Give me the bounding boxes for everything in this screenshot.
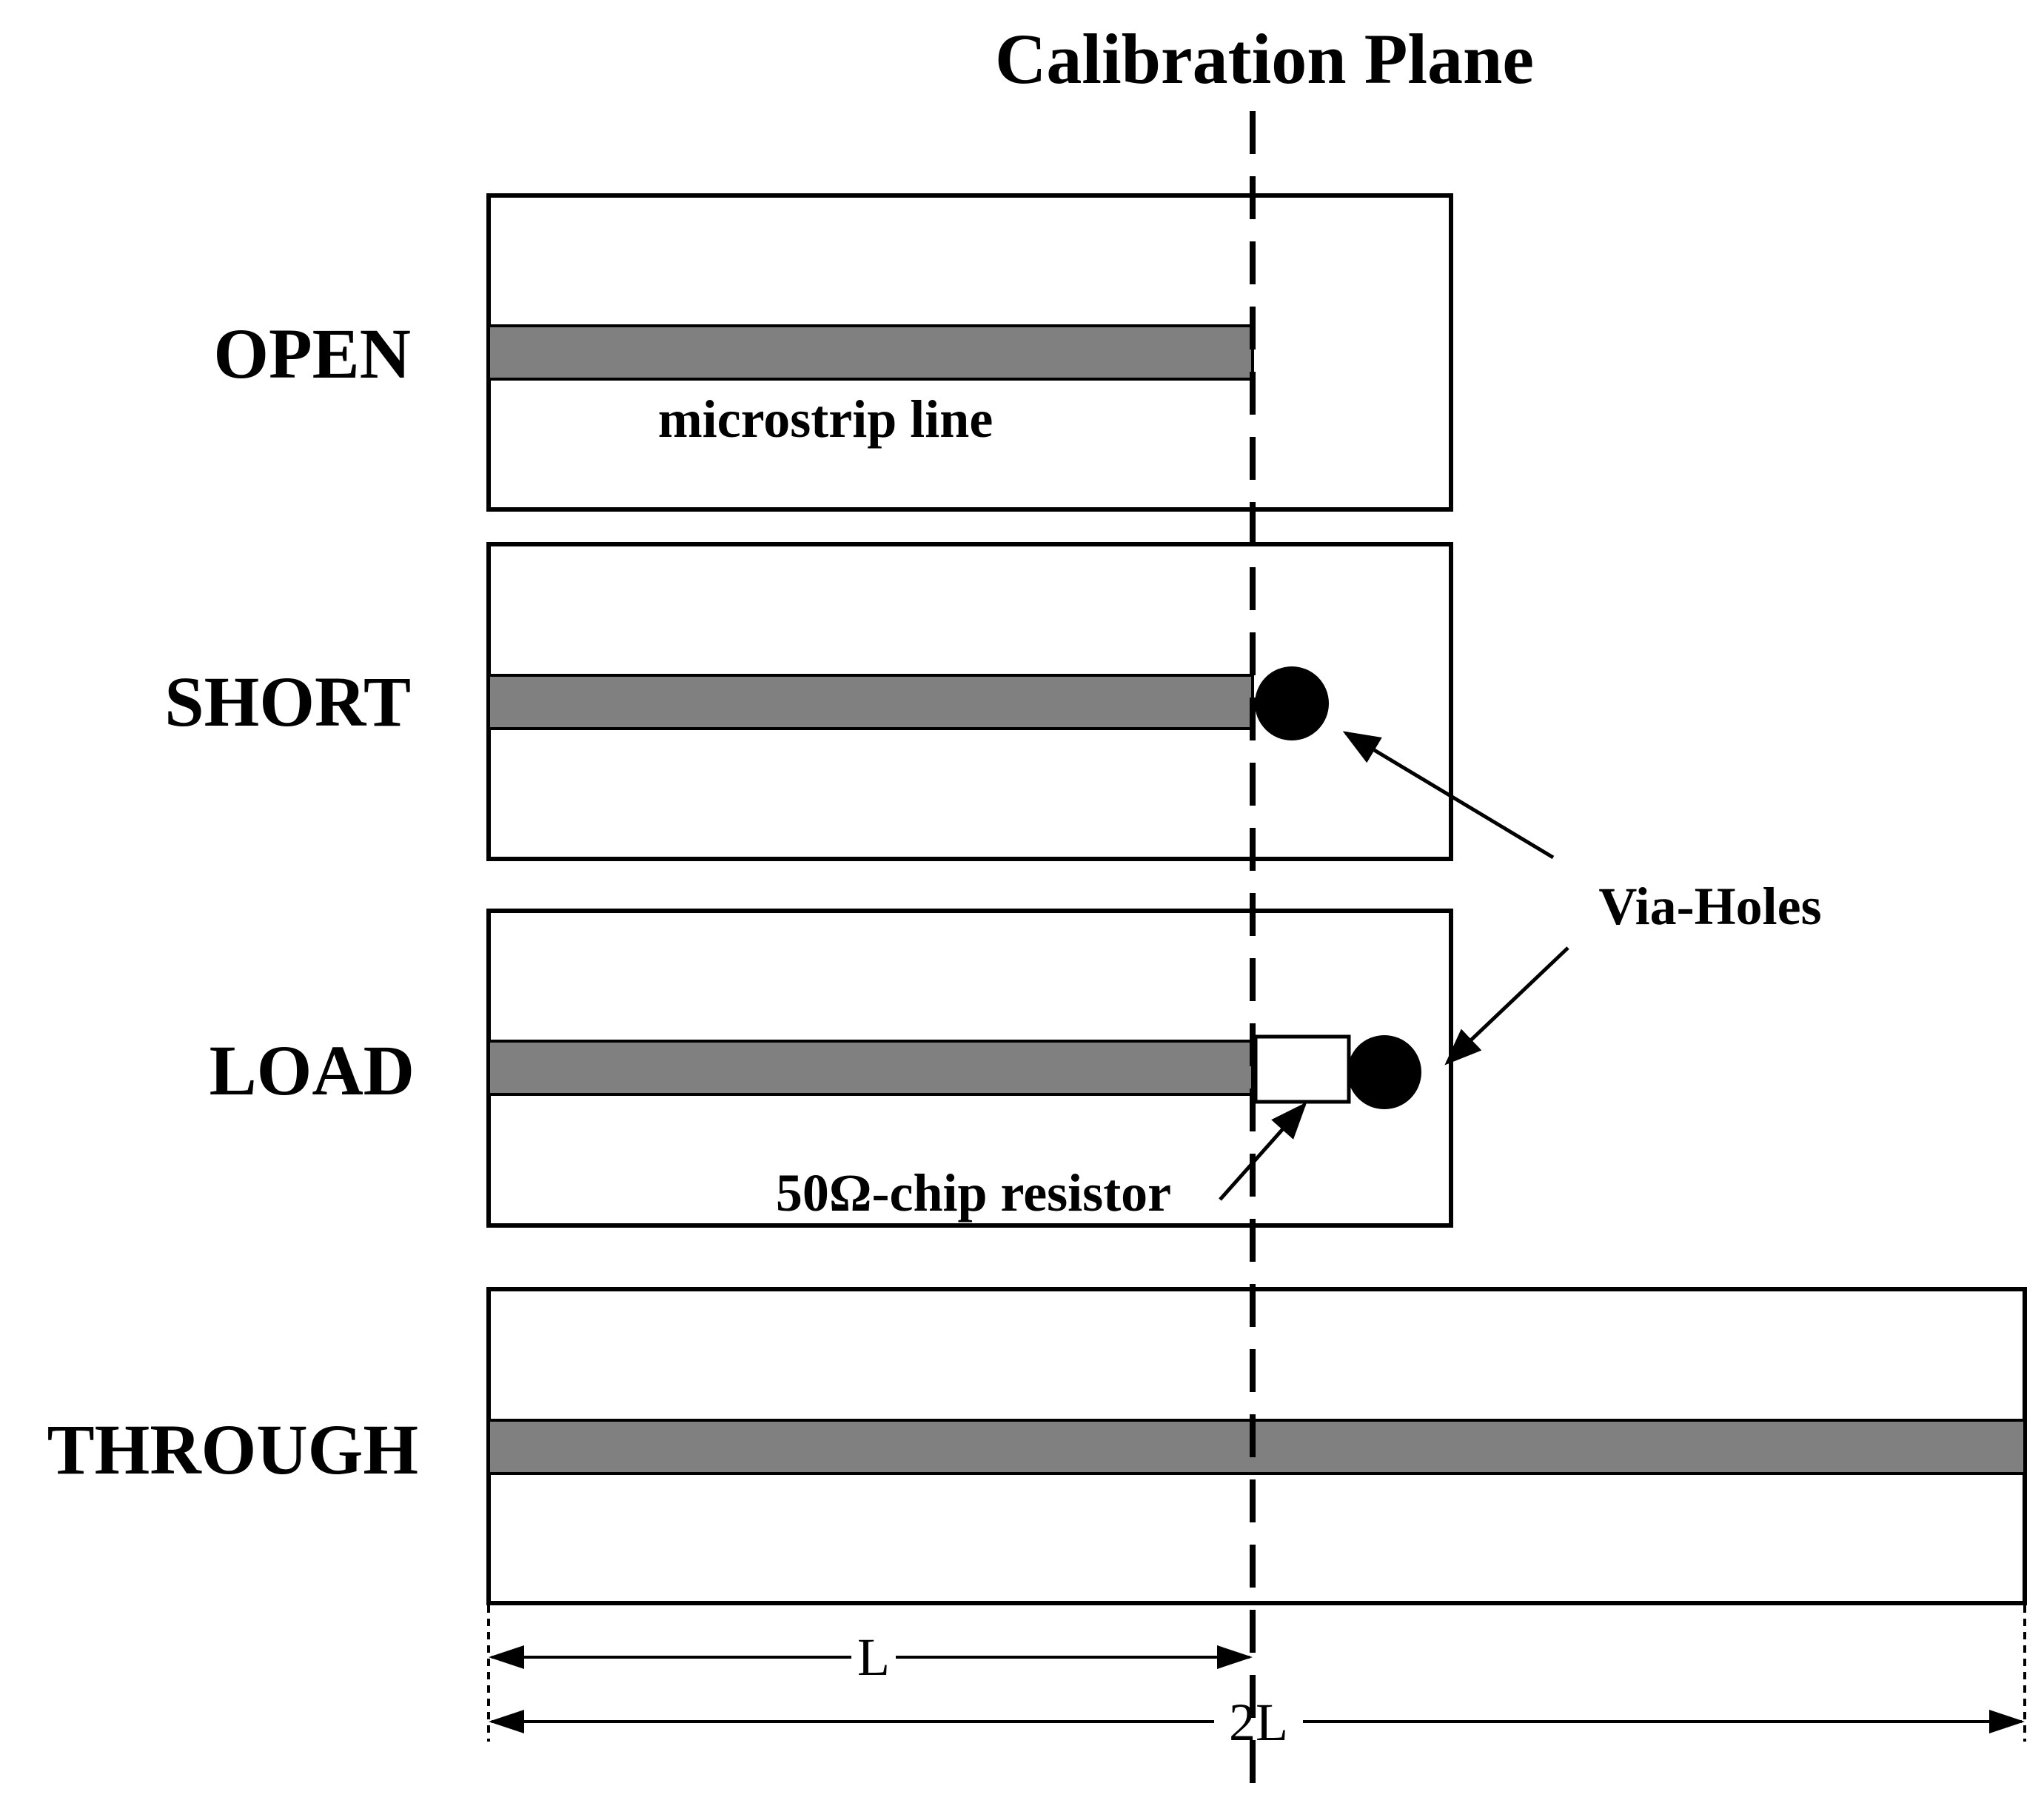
load-microstrip bbox=[487, 1040, 1254, 1096]
chip-resistor bbox=[1253, 1034, 1351, 1104]
load-label: LOAD bbox=[210, 1031, 415, 1110]
via-holes-label: Via-Holes bbox=[1598, 877, 1821, 936]
chip-resistor-leader bbox=[1219, 1102, 1307, 1201]
short-label: SHORT bbox=[164, 662, 411, 741]
calibration-plane-title: Calibration Plane bbox=[995, 19, 1534, 98]
load-standard: LOAD 50Ω-chip resistor bbox=[210, 909, 1453, 1228]
load-via-hole bbox=[1347, 1035, 1421, 1109]
via-holes-leader-load bbox=[1444, 946, 1569, 1066]
dimension-l: L bbox=[489, 1628, 1253, 1687]
chip-resistor-label: 50Ω-chip resistor bbox=[776, 1163, 1171, 1223]
dim-2l-label: 2L bbox=[1229, 1693, 1288, 1752]
open-label: OPEN bbox=[213, 314, 411, 393]
dimension-2l: 2L bbox=[489, 1693, 2025, 1752]
microstrip-line-label: microstrip line bbox=[658, 389, 993, 449]
short-microstrip bbox=[487, 674, 1254, 730]
through-microstrip bbox=[487, 1419, 2026, 1475]
short-standard: SHORT bbox=[164, 542, 1453, 861]
open-standard: OPEN microstrip line bbox=[213, 193, 1453, 512]
short-via-hole bbox=[1255, 666, 1329, 740]
open-microstrip bbox=[487, 324, 1254, 381]
through-standard: THROUGH bbox=[47, 1287, 2027, 1605]
dim-l-label: L bbox=[857, 1628, 890, 1687]
through-label: THROUGH bbox=[47, 1410, 418, 1489]
via-holes-leader-short bbox=[1342, 731, 1555, 860]
